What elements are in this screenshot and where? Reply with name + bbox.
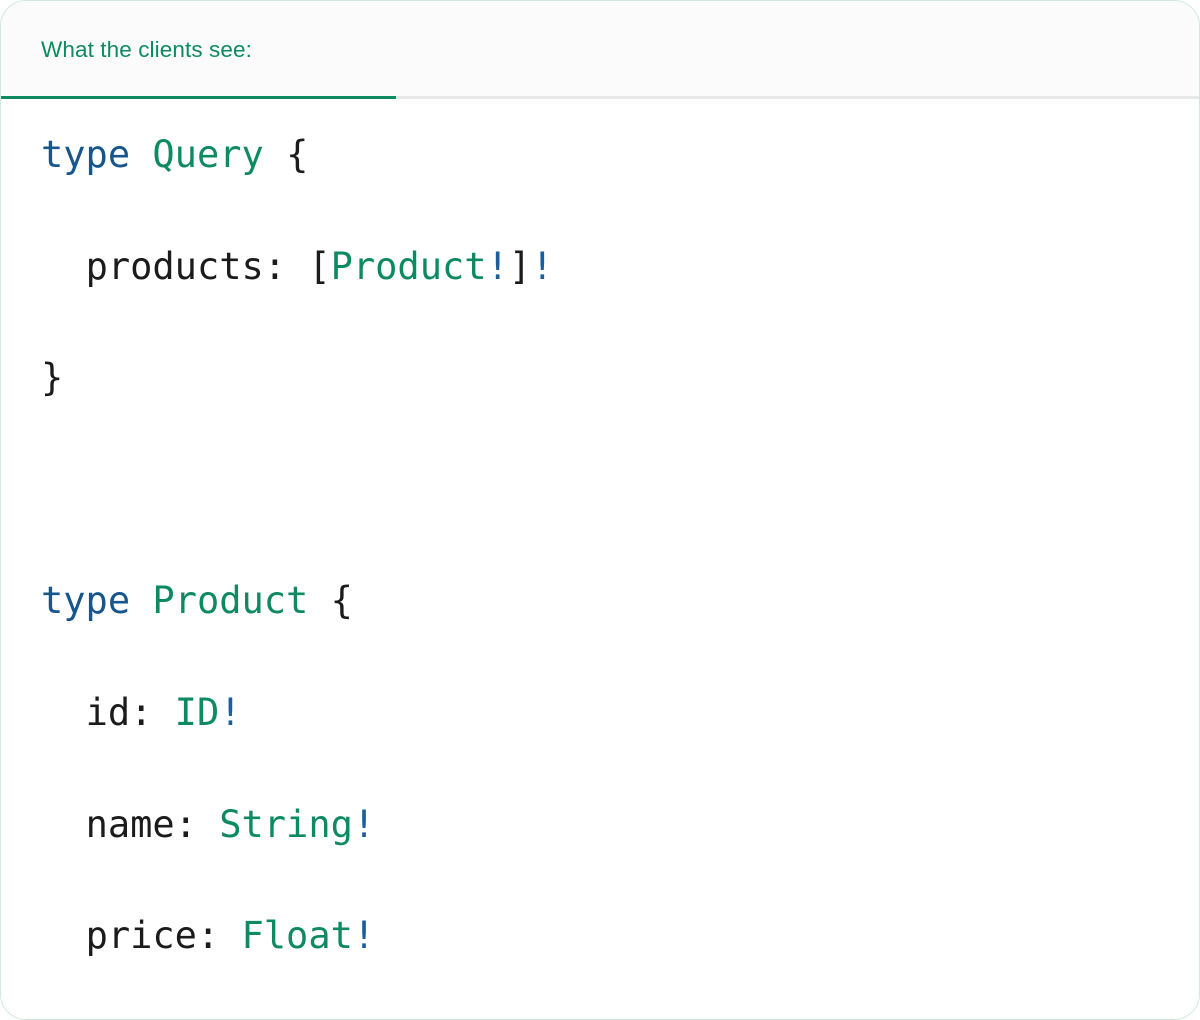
active-tab-indicator (1, 96, 396, 99)
code-token-plain (197, 803, 219, 846)
code-token-bang: ! (352, 914, 376, 958)
code-token-type: Float (241, 914, 353, 958)
code-line: type Query { (41, 127, 1199, 183)
code-token-bang: ! (352, 802, 376, 846)
code-token-type: Query (152, 133, 264, 176)
graphql-schema-code: type Query { products: [Product!]! } typ… (41, 127, 1199, 1019)
code-token-punct: { (330, 579, 353, 623)
code-line: id: ID! (41, 685, 1199, 741)
tab-what-the-clients-see[interactable]: What the clients see: (41, 36, 252, 62)
code-token-field: name: (85, 802, 197, 846)
code-token-plain (41, 803, 86, 846)
code-line: } (41, 350, 1199, 406)
code-token-plain (41, 245, 86, 288)
code-line: name: String! (41, 797, 1199, 853)
code-token-bang: ! (531, 244, 554, 288)
code-token-plain (308, 579, 330, 622)
code-token-punct: [ (308, 244, 331, 288)
code-token-kw: type (41, 579, 131, 623)
code-body: type Query { products: [Product!]! } typ… (1, 99, 1199, 1019)
code-line: price: Float! (41, 908, 1199, 964)
code-token-punct: ] (508, 244, 532, 288)
code-token-type: String (219, 802, 353, 846)
code-token-kw: type (41, 133, 131, 176)
code-line: products: [Product!]! (41, 239, 1199, 295)
code-token-type: Product (152, 579, 309, 623)
code-token-punct: } (41, 356, 64, 400)
code-line: type Product { (41, 573, 1199, 629)
card-header: What the clients see: (1, 1, 1199, 99)
code-token-plain (219, 914, 241, 957)
code-token-type: ID (174, 690, 220, 734)
code-token-bang: ! (486, 244, 509, 288)
code-token-plain (130, 579, 152, 622)
code-token-field: id: (85, 690, 153, 734)
code-token-field: price: (85, 914, 220, 958)
code-token-field: products: (85, 244, 287, 288)
code-line (41, 462, 1199, 518)
code-token-plain (286, 245, 308, 288)
code-token-plain (41, 691, 86, 734)
code-token-bang: ! (219, 690, 242, 734)
header-divider (1, 96, 1199, 99)
code-token-type: Product (330, 244, 487, 288)
code-token-punct: { (286, 133, 309, 176)
code-token-plain (130, 133, 152, 176)
code-token-plain (41, 914, 86, 957)
code-token-plain (152, 691, 174, 734)
code-token-plain (264, 133, 286, 176)
